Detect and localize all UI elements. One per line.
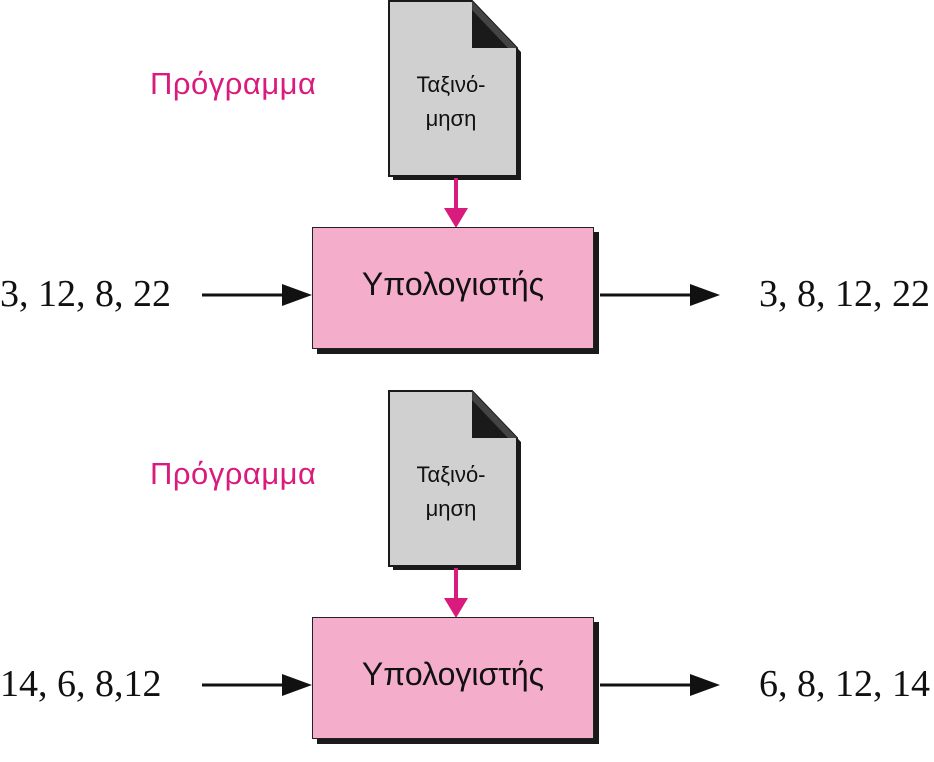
document-label-line2: μηση xyxy=(425,496,477,521)
output-arrow xyxy=(600,284,720,306)
document-label: Ταξινό- μηση xyxy=(388,458,514,526)
document-icon xyxy=(388,390,521,570)
program-label: Πρόγραμμα xyxy=(150,456,317,491)
computer-label: Υπολογιστής xyxy=(361,656,545,692)
sorting-program-document: Ταξινό- μηση xyxy=(388,390,524,570)
program-to-computer-arrow xyxy=(444,178,468,228)
program-to-computer-arrow xyxy=(444,568,468,618)
sorting-diagram-2: Πρόγραμμα Ταξινό- μηση Υπολογιστής 14, 6… xyxy=(0,390,934,762)
input-values: 3, 12, 8, 22 xyxy=(0,273,171,315)
document-icon xyxy=(388,0,521,180)
sorting-program-document: Ταξινό- μηση xyxy=(388,0,524,180)
computer-label: Υπολογιστής xyxy=(361,266,545,302)
input-arrow xyxy=(202,284,312,306)
output-values: 3, 8, 12, 22 xyxy=(759,273,930,315)
computer-box: Υπολογιστής xyxy=(312,617,594,739)
document-label-line2: μηση xyxy=(425,106,477,131)
document-label-line1: Ταξινό- xyxy=(416,462,486,487)
document-label: Ταξινό- μηση xyxy=(388,68,514,136)
computer-box: Υπολογιστής xyxy=(312,227,594,349)
input-values: 14, 6, 8,12 xyxy=(0,663,162,705)
program-label: Πρόγραμμα xyxy=(150,66,317,101)
output-values: 6, 8, 12, 14 xyxy=(759,663,930,705)
input-arrow xyxy=(202,674,312,696)
output-arrow xyxy=(600,674,720,696)
sorting-diagram-1: Πρόγραμμα Ταξινό- μηση Υπολογιστής 3, 12… xyxy=(0,0,934,372)
document-label-line1: Ταξινό- xyxy=(416,72,486,97)
